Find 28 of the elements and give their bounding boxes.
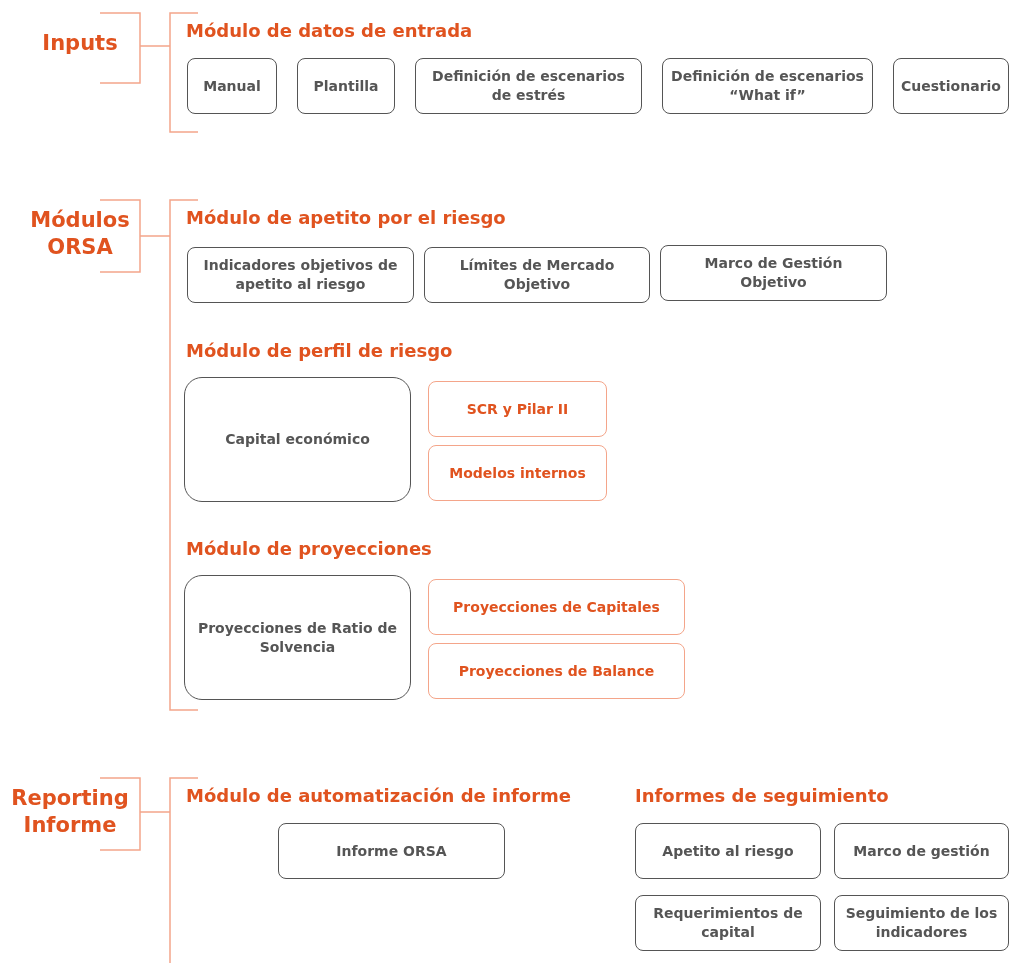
module-heading: Módulo de perfil de riesgo — [186, 340, 453, 361]
module-box: Requerimientos de capital — [635, 895, 821, 951]
module-box: Límites de Mercado Objetivo — [424, 247, 650, 303]
section-label: Módulos ORSA — [29, 207, 131, 262]
sub-module-box: Modelos internos — [428, 445, 607, 501]
module-box: Definición de escenarios de estrés — [415, 58, 642, 114]
sub-module-box: Proyecciones de Capitales — [428, 579, 685, 635]
module-box: Cuestionario — [893, 58, 1009, 114]
module-box: Informe ORSA — [278, 823, 505, 879]
module-box: Manual — [187, 58, 277, 114]
module-box: Apetito al riesgo — [635, 823, 821, 879]
module-heading: Informes de seguimiento — [635, 785, 889, 806]
module-box: Capital económico — [184, 377, 411, 502]
module-heading: Módulo de automatización de informe — [186, 785, 572, 806]
module-heading: Módulo de datos de entrada — [186, 20, 473, 41]
module-box: Plantilla — [297, 58, 395, 114]
section-label: Reporting Informe — [10, 785, 130, 840]
section-label: Inputs — [41, 30, 119, 57]
module-box: Indicadores objetivos de apetito al riesgo — [187, 247, 414, 303]
module-heading: Módulo de apetito por el riesgo — [186, 207, 506, 228]
module-box: Definición de escenarios “What if” — [662, 58, 873, 114]
module-box: Proyecciones de Ratio de Solvencia — [184, 575, 411, 700]
module-heading: Módulo de proyecciones — [186, 538, 432, 559]
sub-module-box: SCR y Pilar II — [428, 381, 607, 437]
sub-module-box: Proyecciones de Balance — [428, 643, 685, 699]
module-box: Seguimiento de los indicadores — [834, 895, 1009, 951]
module-box: Marco de gestión — [834, 823, 1009, 879]
module-box: Marco de Gestión Objetivo — [660, 245, 887, 301]
